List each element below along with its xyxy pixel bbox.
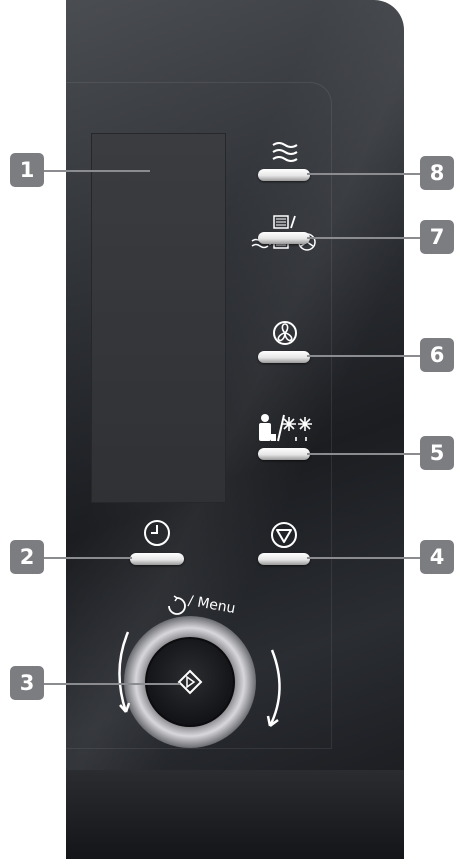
callout-1: 1 — [10, 153, 44, 187]
stop-icon — [269, 520, 299, 550]
leader-line-6 — [307, 355, 427, 357]
weight-defrost-button[interactable] — [258, 448, 310, 460]
panel-bottom-strip — [66, 770, 404, 859]
microwave-button[interactable] — [258, 169, 310, 181]
callout-3: 3 — [10, 666, 44, 700]
leader-line-8 — [307, 173, 427, 175]
leader-line-1 — [44, 170, 150, 172]
timer-button[interactable] — [130, 553, 184, 565]
start-diamond-icon[interactable] — [177, 669, 203, 695]
leader-line-7 — [307, 237, 427, 239]
microwave-wave-icon — [270, 140, 300, 164]
stop-cancel-button[interactable] — [258, 553, 310, 565]
callout-7: 7 — [420, 220, 454, 254]
clock-timer-icon — [142, 518, 172, 548]
callout-4: 4 — [420, 540, 454, 574]
callout-5: 5 — [420, 436, 454, 470]
leader-line-3 — [44, 683, 180, 685]
leader-line-4 — [307, 557, 427, 559]
display-window — [91, 133, 226, 503]
callout-8: 8 — [420, 156, 454, 190]
menu-dial[interactable] — [110, 612, 300, 752]
callout-6: 6 — [420, 338, 454, 372]
leader-line-2 — [44, 557, 132, 559]
callout-2: 2 — [10, 540, 44, 574]
convection-button[interactable] — [258, 351, 310, 363]
weight-defrost-icon — [256, 413, 316, 445]
grill-combi-button[interactable] — [258, 232, 310, 244]
convection-fan-icon — [271, 319, 299, 347]
leader-line-5 — [307, 453, 427, 455]
